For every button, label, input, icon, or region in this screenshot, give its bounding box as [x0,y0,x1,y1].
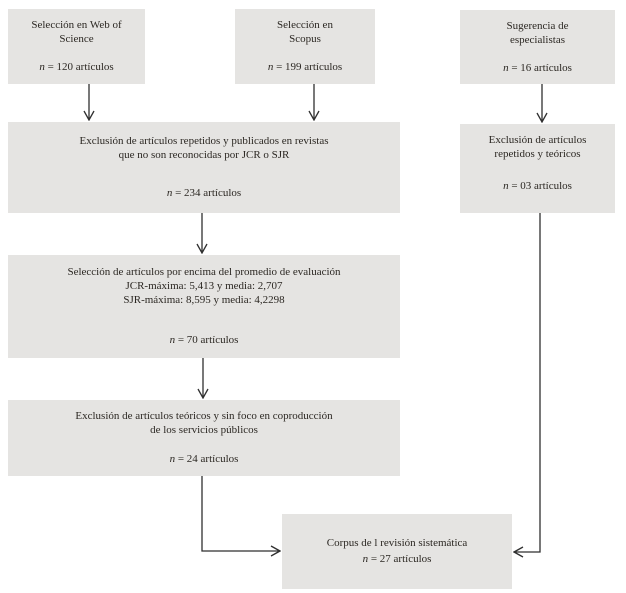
box-title: Selección de artículos por encima del pr… [67,266,341,306]
box-title: Exclusión de artículos repetidos y teóri… [488,134,587,160]
box-title: Selección en Web of Science [31,19,122,45]
box-title: Exclusión de artículos teóricos y sin fo… [75,410,333,436]
box-count: n = 03 artículos [503,180,572,192]
box-title: Exclusión de artículos repetidos y publi… [79,135,329,161]
box-exclusion-teoricos-coproduccion: Exclusión de artículos teóricos y sin fo… [8,400,400,476]
box-exclusion-jcr-sjr: Exclusión de artículos repetidos y publi… [8,122,400,213]
box-title: Corpus de l revisión sistemática [326,537,468,549]
box-seleccion-promedio-evaluacion: Selección de artículos por encima del pr… [8,255,400,358]
box-seleccion-scopus: Selección en Scopus n = 199 artículos [235,9,375,84]
box-exclusion-repetidos-teoricos: Exclusión de artículos repetidos y teóri… [460,124,615,213]
box-count: n = 16 artículos [503,62,572,74]
box-count: n = 27 artículos [362,553,432,565]
box-corpus-revision-sistematica: Corpus de l revisión sistemática n = 27 … [282,514,512,589]
box-count: n = 234 artículos [166,187,242,199]
box-count: n = 24 artículos [169,453,239,465]
box-count: n = 70 artículos [169,334,239,346]
box-count: n = 120 artículos [39,61,114,73]
box-sugerencia-especialistas: Sugerencia de especialistas n = 16 artíc… [460,10,615,84]
box-title: Selección en Scopus [277,19,333,45]
arrow-exclusion-repetidos-to-corpus [515,213,541,552]
box-title: Sugerencia de especialistas [506,20,569,46]
box-seleccion-web-of-science: Selección en Web of Science n = 120 artí… [8,9,145,84]
arrow-exclusion-teoricos-to-corpus [201,476,279,551]
box-count: n = 199 artículos [267,61,343,73]
